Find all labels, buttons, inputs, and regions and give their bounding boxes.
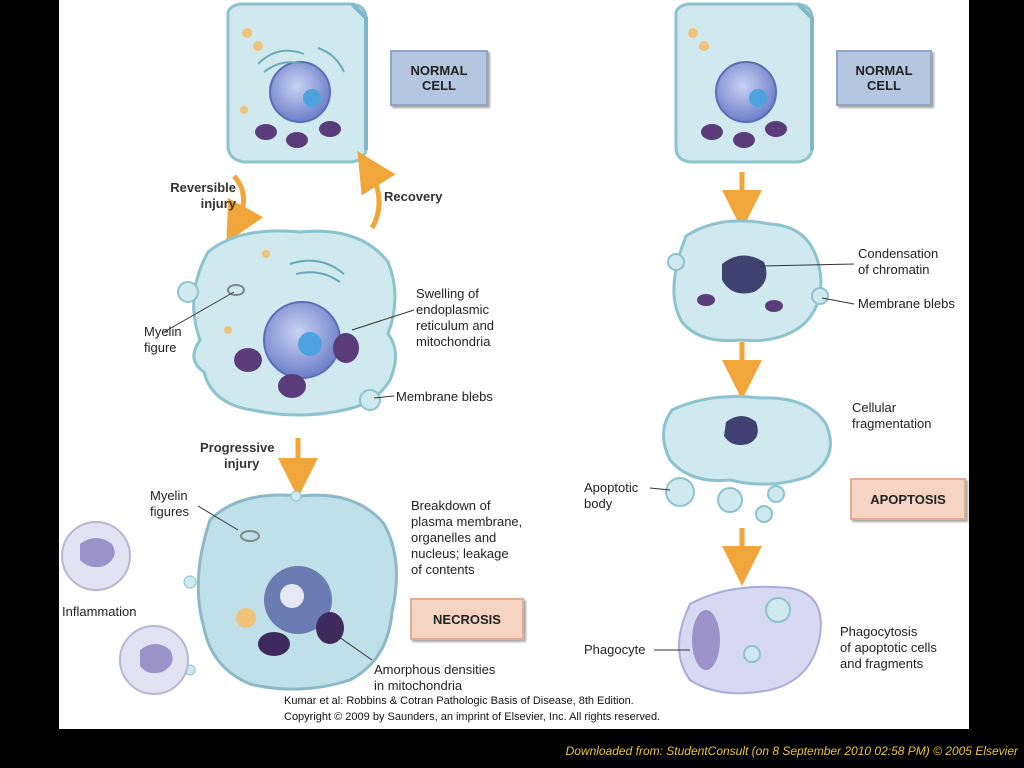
recovery-arrow (357, 151, 396, 230)
credit-line-2: Copyright © 2009 by Saunders, an imprint… (284, 711, 661, 723)
left-normal-cell-illustration (226, 2, 368, 164)
inflammation-cells-illustration (61, 521, 189, 695)
normal-label: NORMAL (410, 63, 468, 78)
swelling-leader (351, 309, 415, 331)
blebs-leader (373, 395, 395, 399)
phagocyte-illustration (678, 585, 822, 695)
membrane-blebs-label-left: Membrane blebs (396, 389, 493, 404)
necrosis-box: NECROSIS (410, 598, 524, 640)
right-normal-cell-illustration (674, 2, 814, 164)
download-footer: Downloaded from: StudentConsult (on 8 Se… (565, 744, 1018, 758)
credit-line-1: Kumar et al: Robbins & Cotran Pathologic… (284, 695, 634, 707)
myelin-figure-leader (163, 291, 235, 333)
right-fragmenting-cell-illustration (662, 395, 832, 523)
left-swollen-cell-illustration (177, 229, 397, 417)
inflammation-label: Inflammation (62, 604, 137, 619)
cell-label: CELL (422, 78, 456, 93)
phagocyte-label: Phagocyte (584, 642, 646, 657)
apoptosis-box: APOPTOSIS (850, 478, 966, 520)
left-necrotic-cell-illustration (183, 490, 398, 691)
recovery-label: Recovery (384, 189, 443, 204)
right-condensed-cell-illustration (667, 219, 829, 343)
reversible-arrow (226, 174, 264, 243)
membrane-blebs-label-right: Membrane blebs (858, 296, 955, 311)
